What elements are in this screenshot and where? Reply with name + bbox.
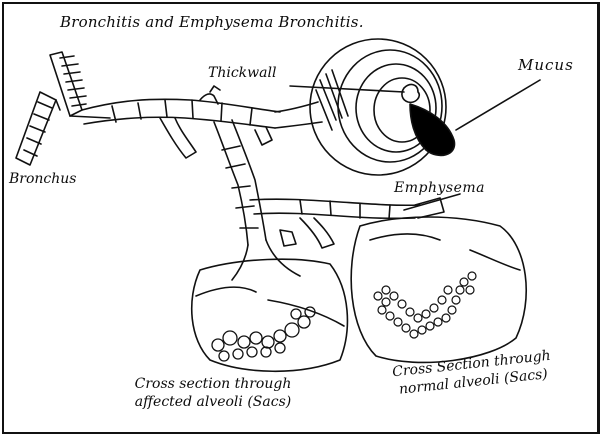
affected-alveoli-caption: Cross section through affected alveoli (…: [118, 375, 308, 411]
bronchial-tree-drawing: [82, 86, 444, 280]
mucus-label: Mucus: [518, 58, 574, 73]
diagram-title: Bronchitis and Emphysema Bronchitis.: [60, 15, 364, 30]
normal-alveoli-sac: [351, 217, 526, 362]
emphysema-label: Emphysema: [394, 181, 485, 195]
thick-wall-label: Thickwall: [208, 66, 276, 80]
trachea-drawing: [16, 52, 110, 165]
emphysema-pointer: [404, 194, 460, 210]
bronchus-label: Bronchus: [9, 172, 76, 186]
affected-alveoli-sac: [192, 259, 348, 371]
bronchitis-cross-section: [290, 39, 540, 175]
